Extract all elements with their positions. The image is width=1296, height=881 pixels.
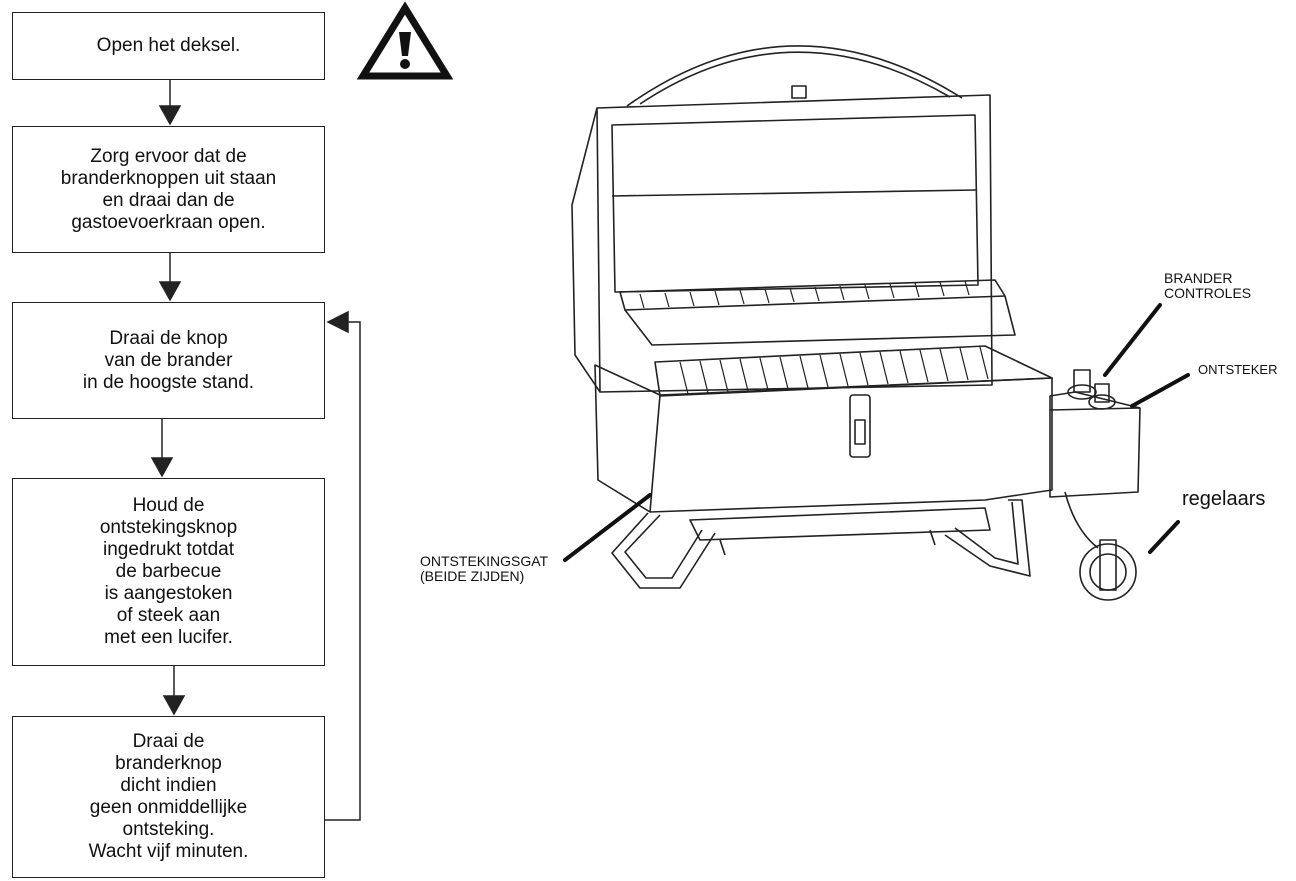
arrow-down-icon <box>150 457 174 478</box>
burner-knob <box>1067 384 1097 400</box>
igniter-button <box>1088 394 1116 410</box>
label-burner-controls: BRANDER CONTROLES <box>1164 270 1252 301</box>
regulator <box>1079 543 1137 601</box>
flow-step-open-lid: Open het deksel. <box>12 12 325 80</box>
front-handle <box>849 394 871 458</box>
lid-latch <box>791 85 807 99</box>
left-leg <box>611 512 716 589</box>
arrow-down-icon <box>158 105 182 126</box>
label-regulators: regelaars <box>1182 488 1266 510</box>
flow-step-burner-high: Draai de knop van de brander in de hoogs… <box>12 302 325 419</box>
lid-handle-arc <box>626 45 963 107</box>
arrow-down-icon <box>162 695 186 716</box>
loop-back-connector <box>325 321 361 821</box>
flow-step-ignite: Houd de ontstekingsknop ingedrukt totdat… <box>12 478 325 666</box>
bottom-tray <box>689 507 991 541</box>
flow-step-turn-off-wait: Draai de branderknop dicht indien geen o… <box>12 716 325 878</box>
arrow-left-icon <box>326 310 349 334</box>
grill-lid <box>596 94 993 393</box>
warming-rack <box>619 279 1006 311</box>
flowchart-connectors <box>150 1 454 821</box>
label-igniter: ONTSTEKER <box>1198 362 1278 377</box>
arrow-down-icon <box>158 281 182 302</box>
label-ignition-hole: ONTSTEKINGSGAT (BEIDE ZIJDEN) <box>420 553 549 584</box>
flow-step-gas-supply: Zorg ervoor dat de branderknoppen uit st… <box>12 126 325 253</box>
warning-triangle-icon <box>356 1 454 80</box>
grate-bars <box>639 280 989 395</box>
gas-hose <box>1064 491 1099 549</box>
cooking-grate <box>654 345 1053 397</box>
control-panel <box>1049 391 1141 498</box>
right-leg <box>944 499 1031 577</box>
leader-burner-controls <box>1103 303 1162 377</box>
leader-ignition-hole <box>563 493 652 562</box>
leader-regulators <box>1148 520 1180 554</box>
firebox <box>594 364 1053 513</box>
leader-igniter <box>1130 373 1190 408</box>
